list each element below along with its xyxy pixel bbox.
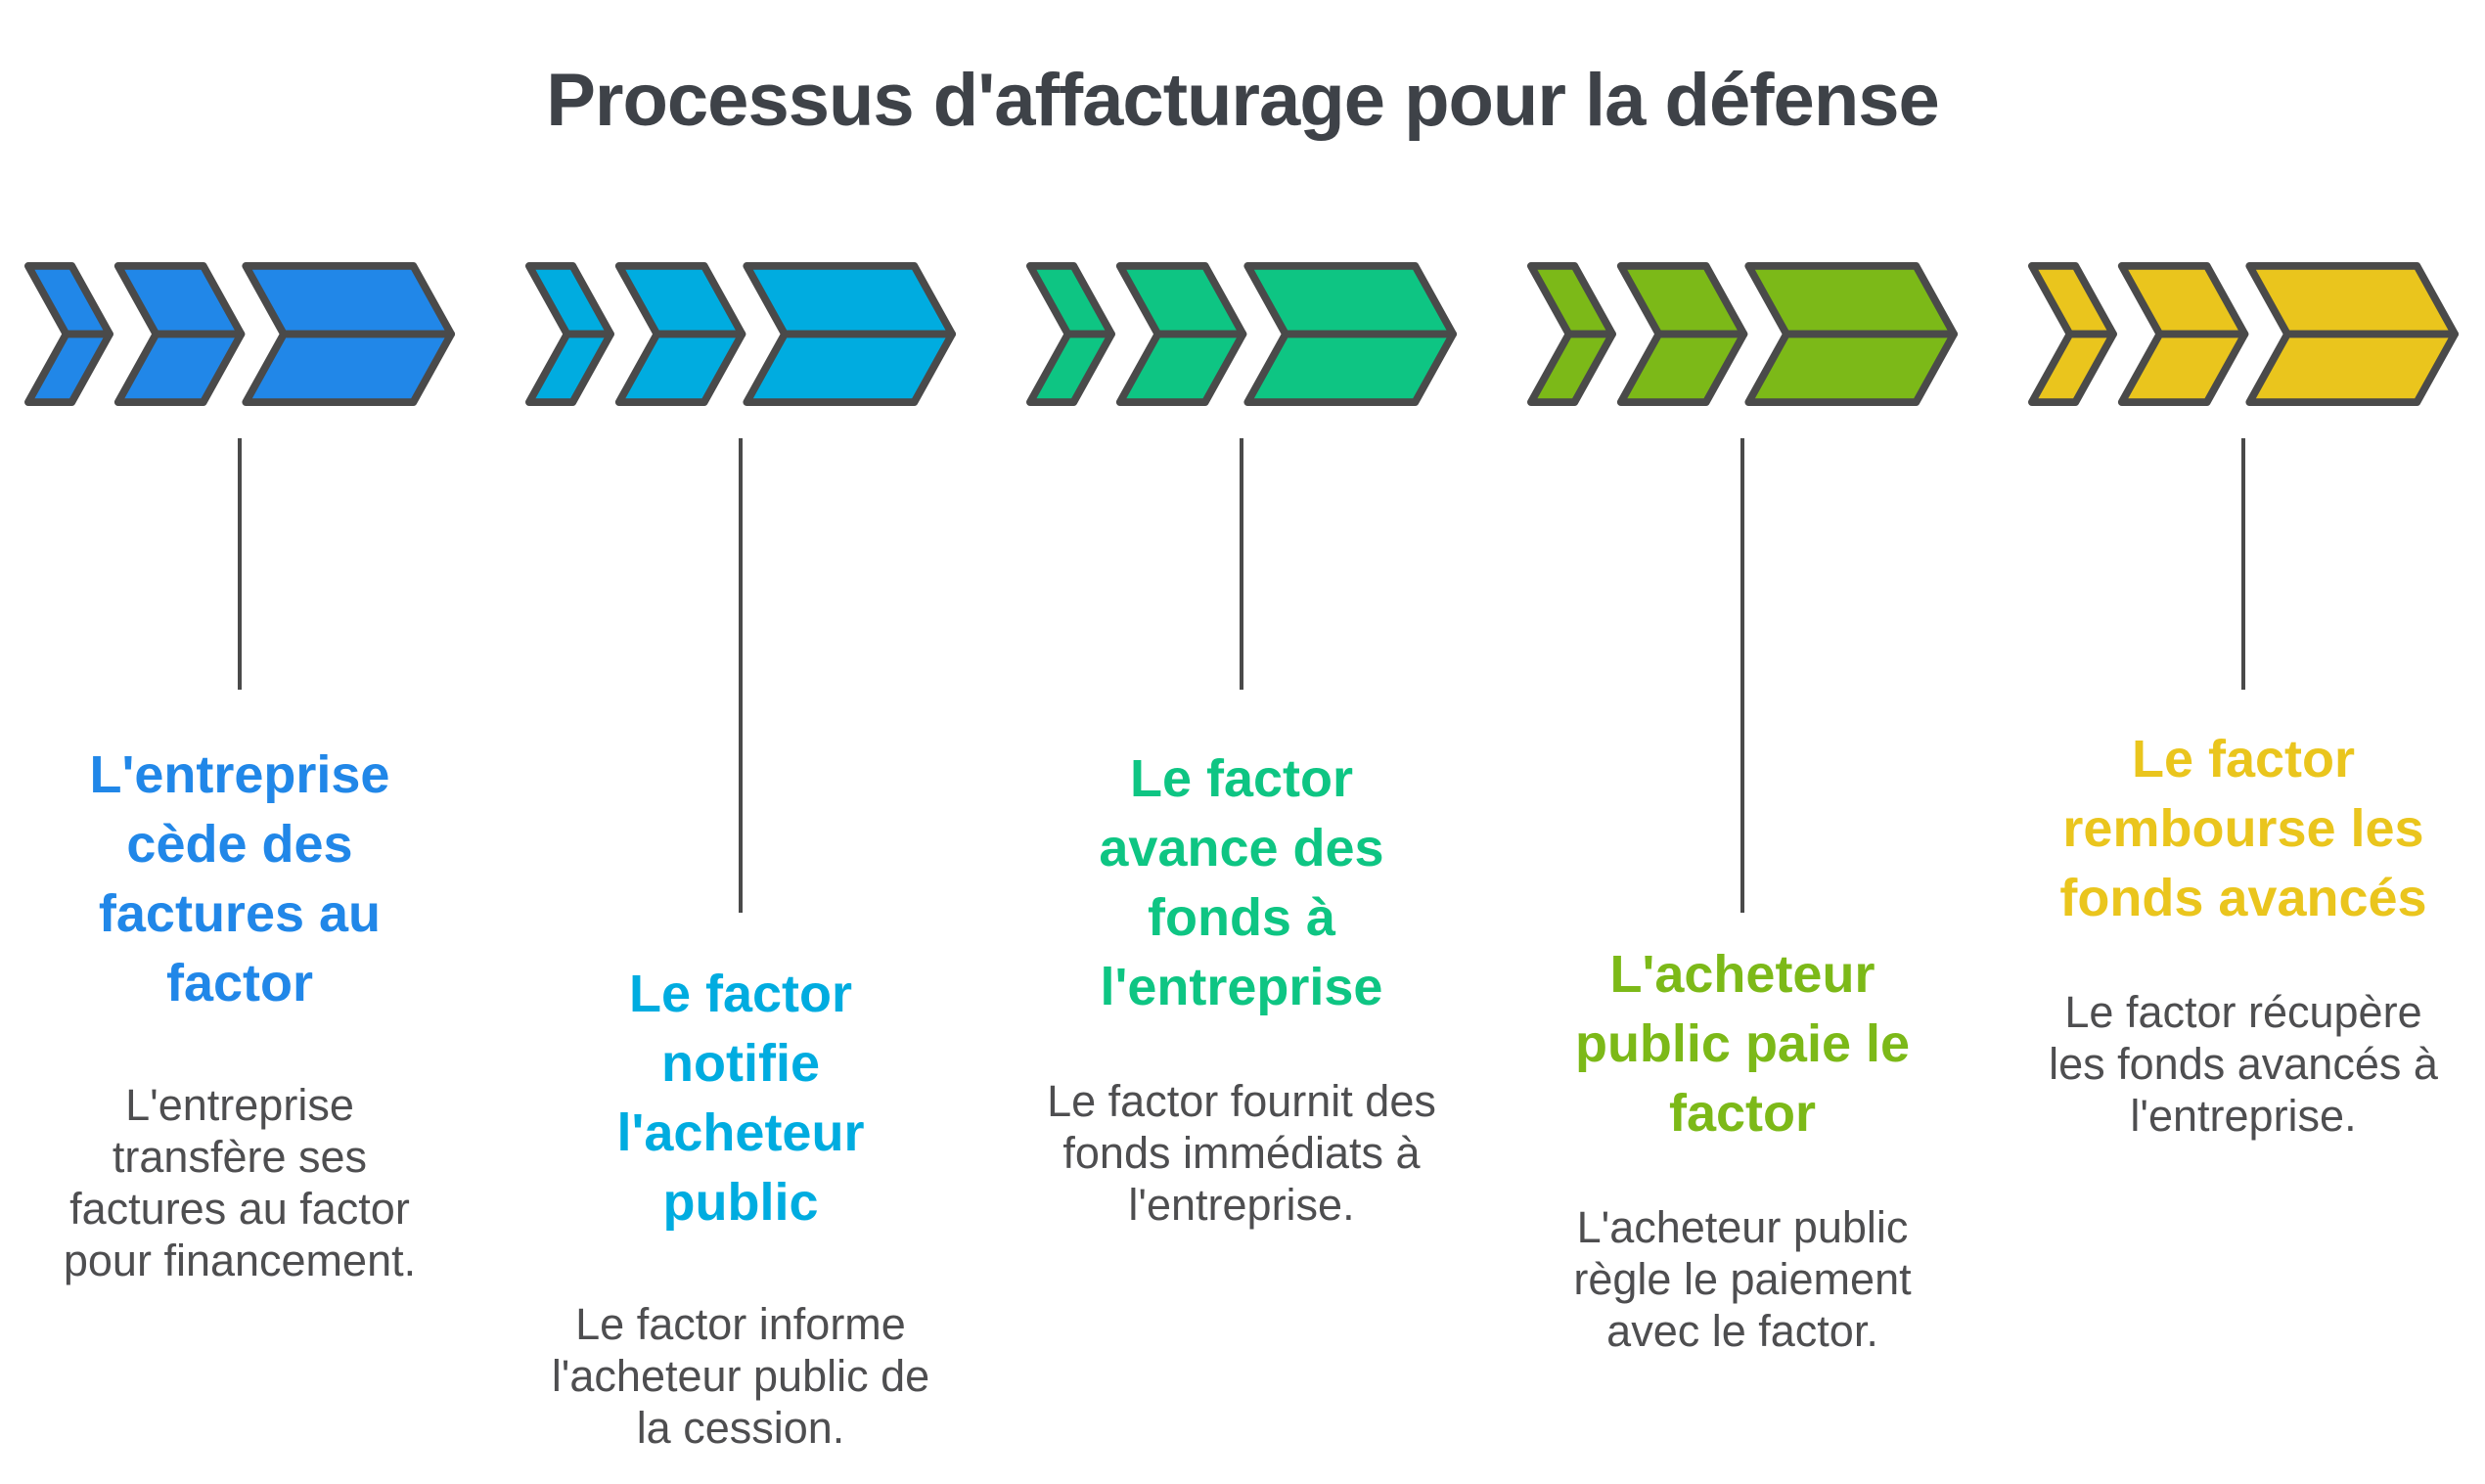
step-5-title: Le factor rembourse les fonds avancés	[2059, 730, 2427, 927]
chevron-segment	[1744, 330, 1958, 406]
step-4-description: L'acheteur public règle le paiement avec…	[1573, 1202, 1912, 1356]
connector-line	[238, 438, 242, 690]
chevron-segment	[1243, 262, 1457, 338]
step-1-column: L'entreprise cède des factures au factor…	[15, 262, 465, 1286]
chevron-segment	[1026, 262, 1115, 338]
chevron-segment	[1527, 262, 1616, 338]
chevron-segment	[525, 262, 614, 338]
step-1-description: L'entreprise transfère ses factures au f…	[63, 1080, 417, 1285]
page-title: Processus d'affacturage pour la défense	[546, 58, 1940, 142]
chevron-segment	[743, 330, 956, 406]
chevron-segment	[24, 262, 113, 338]
chevron-segment	[743, 262, 956, 338]
step-4-column: L'acheteur public paie le factor L'achet…	[1517, 262, 1967, 1357]
chevron-segment	[113, 330, 246, 406]
step-2-title: Le factor notifie l'acheteur public	[616, 965, 865, 1232]
chevron-segment	[2245, 262, 2459, 338]
step-5-column: Le factor rembourse les fonds avancés Le…	[2018, 262, 2468, 1142]
chevron-segment	[2117, 330, 2249, 406]
chevron-segment	[614, 330, 746, 406]
connector-line	[1240, 438, 1243, 690]
step-4-chevron-icon	[1527, 262, 1958, 406]
chevron-segment	[2117, 262, 2249, 338]
chevron-segment	[1744, 262, 1958, 338]
chevron-segment	[614, 262, 746, 338]
chevron-segment	[1527, 330, 1616, 406]
chevron-segment	[1115, 330, 1247, 406]
step-2-chevron-icon	[525, 262, 956, 406]
step-3-title: Le factor avance des fonds à l'entrepris…	[1099, 749, 1384, 1016]
chevron-segment	[2245, 330, 2459, 406]
chevron-segment	[2028, 262, 2117, 338]
chevron-segment	[24, 330, 113, 406]
chevron-segment	[2028, 330, 2117, 406]
connector-line	[1740, 438, 1744, 913]
step-5-chevron-icon	[2028, 262, 2459, 406]
step-5-description: Le factor récupère les fonds avancés à l…	[2049, 987, 2438, 1141]
step-2-column: Le factor notifie l'acheteur public Le f…	[516, 262, 966, 1454]
step-3-description: Le factor fournit des fonds immédiats à …	[1047, 1076, 1436, 1230]
chevron-segment	[242, 262, 455, 338]
step-1-title: L'entreprise cède des factures au factor	[89, 745, 390, 1012]
chevron-segment	[242, 330, 455, 406]
step-4-title: L'acheteur public paie le factor	[1574, 945, 1911, 1143]
step-2-description: Le factor informe l'acheteur public de l…	[551, 1299, 930, 1453]
chevron-segment	[1026, 330, 1115, 406]
chevron-segment	[1616, 330, 1748, 406]
chevron-segment	[1243, 330, 1457, 406]
chevron-segment	[113, 262, 246, 338]
chevron-segment	[1616, 262, 1748, 338]
step-3-column: Le factor avance des fonds à l'entrepris…	[1017, 262, 1467, 1231]
chevron-segment	[525, 330, 614, 406]
chevron-segment	[1115, 262, 1247, 338]
connector-line	[2241, 438, 2245, 690]
step-3-chevron-icon	[1026, 262, 1457, 406]
step-1-chevron-icon	[24, 262, 455, 406]
connector-line	[739, 438, 743, 913]
